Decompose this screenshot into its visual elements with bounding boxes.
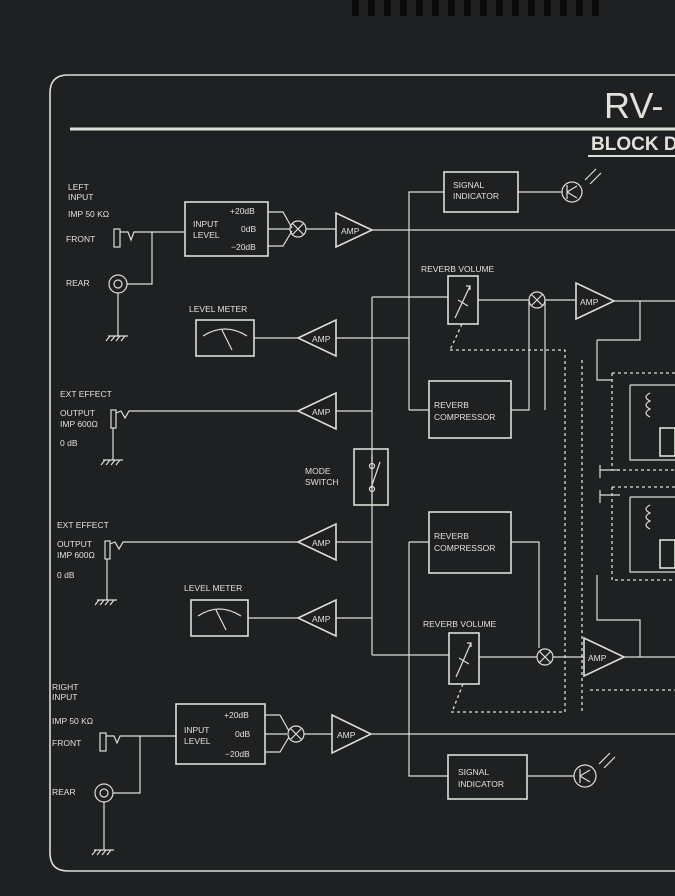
reverb-volume-pot-bottom: [448, 632, 480, 685]
right-front-jack-icon: [99, 732, 176, 752]
level-meter-label-top: LEVEL METER: [189, 304, 247, 314]
signal-indicator-label: SIGNAL: [453, 180, 484, 190]
left-rear-jack-icon: [108, 232, 153, 336]
reverb-compressor-label: REVERB: [434, 400, 469, 410]
gain-minus20: −20dB: [231, 242, 256, 252]
signal-indicator-label: SIGNAL: [458, 767, 489, 777]
amp-bottom-input: AMP: [331, 713, 373, 755]
model-title: RV-: [604, 85, 663, 126]
switch-label: SWITCH: [305, 477, 339, 487]
signal-indicator-label-2: INDICATOR: [453, 191, 499, 201]
vent-slots: [352, 0, 599, 16]
ext-effect-label-bottom: EXT EFFECT: [57, 520, 109, 530]
reverb-volume-label-top: REVERB VOLUME: [421, 264, 495, 274]
left-front-jack-icon: [113, 228, 185, 248]
signal-indicator-label-2: INDICATOR: [458, 779, 504, 789]
amp-reverb-top: AMP: [575, 281, 616, 321]
ext-db-top: 0 dB: [60, 438, 78, 448]
reverb-volume-label-bottom: REVERB VOLUME: [423, 619, 497, 629]
svg-text:AMP: AMP: [312, 614, 331, 624]
ground-icon: [105, 335, 128, 342]
left-input-label: LEFT: [68, 182, 89, 192]
ext-effect-label-top: EXT EFFECT: [60, 389, 112, 399]
amp-meter-top: AMP: [296, 318, 337, 358]
ground-icon: [91, 849, 114, 856]
amp-meter-bottom: AMP: [296, 598, 337, 638]
left-front-label: FRONT: [66, 234, 95, 244]
reverb-compressor-label-2: COMPRESSOR: [434, 412, 495, 422]
reverb-compressor-label: REVERB: [434, 531, 469, 541]
led-icon: [561, 168, 602, 203]
svg-text:AMP: AMP: [312, 407, 331, 417]
level-meter-label-bottom: LEVEL METER: [184, 583, 242, 593]
right-input-impedance: IMP 50 KΩ: [52, 716, 93, 726]
right-rear-label: REAR: [52, 787, 76, 797]
ext-output-jack-bottom: [104, 540, 111, 560]
ground-icon: [94, 599, 117, 606]
level-meter-top: [195, 319, 255, 357]
right-input-label-2: INPUT: [52, 692, 78, 702]
mixer-icon: [536, 648, 554, 666]
svg-text:AMP: AMP: [312, 334, 331, 344]
svg-text:AMP: AMP: [580, 297, 599, 307]
gain-plus20: +20dB: [230, 206, 255, 216]
amp-reverb-bottom: AMP: [583, 636, 626, 678]
input-level-label: INPUT: [184, 725, 210, 735]
ext-impedance-bottom: IMP 600Ω: [57, 550, 95, 560]
ext-output-jack-top: [110, 409, 117, 429]
mode-label: MODE: [305, 466, 331, 476]
left-input-label-2: INPUT: [68, 192, 94, 202]
input-level-label: INPUT: [193, 219, 219, 229]
svg-text:AMP: AMP: [312, 538, 331, 548]
amp-top-input: AMP: [335, 211, 374, 249]
ext-impedance-top: IMP 600Ω: [60, 419, 98, 429]
amp-ext-bottom: AMP: [296, 522, 337, 562]
gain-plus20: +20dB: [224, 710, 249, 720]
right-rear-jack-icon: [94, 736, 141, 850]
amp-ext-top: AMP: [296, 391, 337, 431]
block-diagram-title: BLOCK D: [591, 134, 675, 155]
svg-text:AMP: AMP: [341, 226, 360, 236]
reverb-compressor-label-2: COMPRESSOR: [434, 543, 495, 553]
gain-lines-top: [268, 211, 293, 247]
svg-text:AMP: AMP: [588, 653, 607, 663]
mode-switch[interactable]: [353, 448, 389, 506]
mixer-icon: [528, 291, 546, 309]
signal-indicator-box-bottom: [447, 754, 528, 800]
right-input-label: RIGHT: [52, 682, 78, 692]
input-level-label-2: LEVEL: [193, 230, 220, 240]
right-front-label: FRONT: [52, 738, 81, 748]
led-icon: [573, 752, 616, 788]
ext-output-label-bottom: OUTPUT: [57, 539, 92, 549]
gain-lines-bottom: [265, 714, 290, 753]
panel-border: [49, 74, 675, 872]
gain-minus20: −20dB: [225, 749, 250, 759]
left-rear-label: REAR: [66, 278, 90, 288]
mixer-icon: [287, 725, 305, 743]
ext-output-label-top: OUTPUT: [60, 408, 95, 418]
input-level-label-2: LEVEL: [184, 736, 211, 746]
ext-db-bottom: 0 dB: [57, 570, 75, 580]
gain-0: 0dB: [235, 729, 250, 739]
ground-icon: [100, 459, 123, 466]
left-input-impedance: IMP 50 KΩ: [68, 209, 109, 219]
gain-0: 0dB: [241, 224, 256, 234]
svg-text:AMP: AMP: [337, 730, 356, 740]
mixer-icon: [289, 220, 307, 238]
